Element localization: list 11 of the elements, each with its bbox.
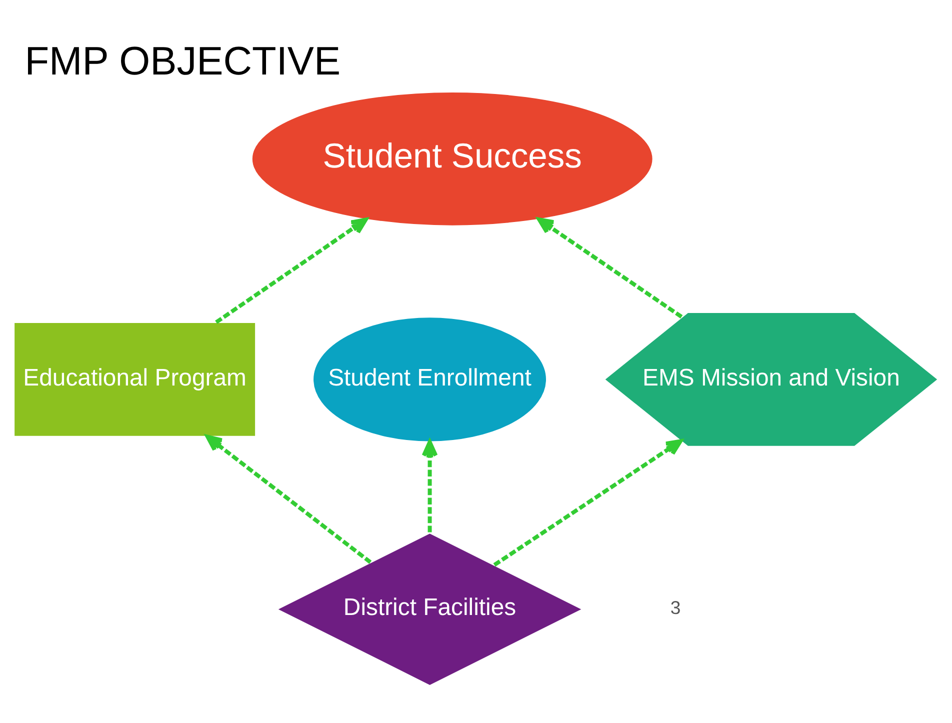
arrow — [215, 218, 368, 324]
arrow — [206, 434, 372, 564]
arrow — [537, 218, 683, 318]
arrow — [493, 439, 682, 567]
label: 3 — [670, 597, 681, 618]
diagram-title: FMP OBJECTIVE — [24, 40, 341, 84]
arrow — [422, 440, 438, 532]
node-box: Educational Program — [13, 322, 256, 438]
node-diamond: District Facilities — [276, 532, 584, 686]
node-ellipse: Student Enrollment — [312, 316, 548, 443]
node-ellipse: Student Success — [251, 91, 654, 227]
